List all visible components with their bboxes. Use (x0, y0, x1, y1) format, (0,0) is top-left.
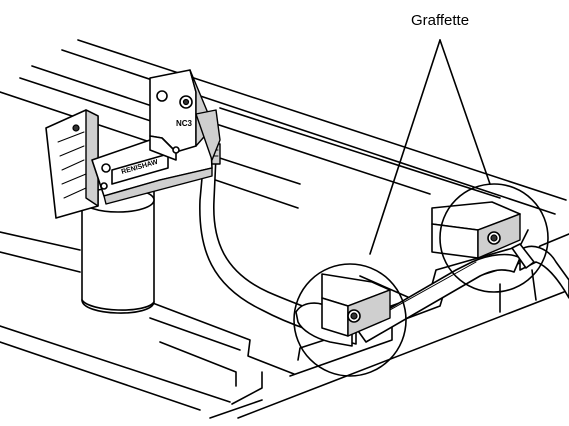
callout-circle-front (293, 263, 407, 377)
cylinder-mount (81, 187, 155, 314)
leader-line-front (369, 39, 441, 255)
callout-circle-rear (439, 183, 549, 293)
callout: Graffette (293, 12, 549, 377)
machine-table (0, 39, 569, 419)
model-label: NC3 (176, 119, 193, 128)
laser-unit: RENISHAW NC3 (45, 69, 221, 219)
leader-line-rear (439, 39, 491, 185)
clamp-front (321, 273, 391, 337)
clamp-rear (431, 201, 521, 259)
callout-label: Graffette (411, 12, 469, 29)
